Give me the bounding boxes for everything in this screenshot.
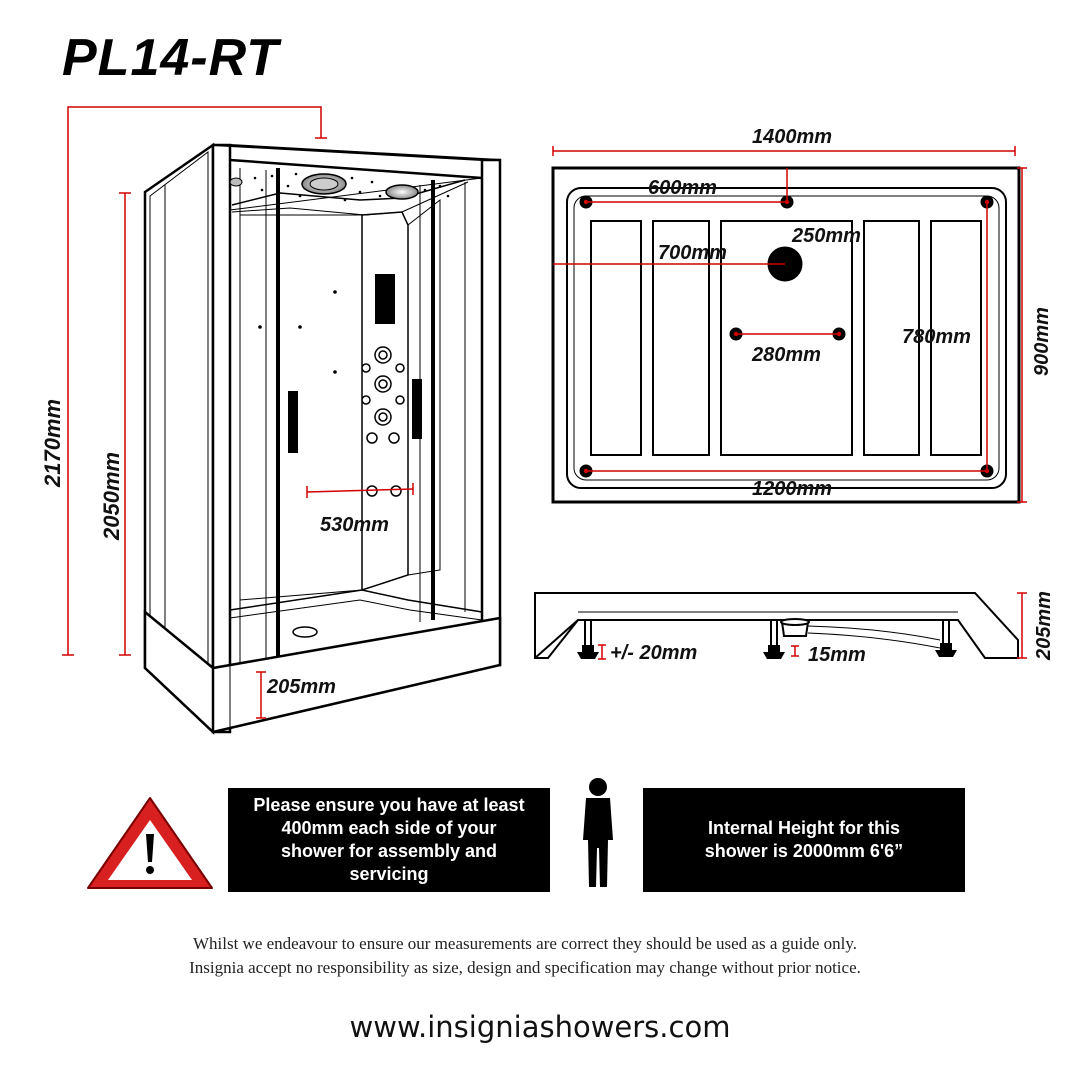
waste-offset-y-label: 700mm xyxy=(658,242,727,264)
center-feet-spacing-label: 280mm xyxy=(751,344,821,366)
tray-height-front-label: 205mm xyxy=(266,676,336,698)
assembly-clearance-notice: Please ensure you have at least 400mm ea… xyxy=(228,788,550,892)
waste-clearance-label: 15mm xyxy=(808,644,866,666)
assembly-notice-line: servicing xyxy=(349,864,429,884)
person-silhouette-icon xyxy=(583,778,613,887)
assembly-notice-line: Please ensure you have at least xyxy=(253,795,525,815)
tray-plan-dot-highlights xyxy=(583,199,990,474)
waste-offset-x-label: 600mm xyxy=(648,177,717,199)
tray-side-dimension-lines xyxy=(598,592,1027,660)
shower-cabin-drawing xyxy=(143,142,502,735)
tray-plan-drawing xyxy=(551,166,1021,504)
website-url: www.insigniashowers.com xyxy=(349,1010,731,1044)
feet-spacing-length-label: 1200mm xyxy=(752,478,832,500)
disclaimer-line: Insignia accept no responsibility as siz… xyxy=(189,958,861,977)
overall-height-label: 2170mm xyxy=(40,399,65,488)
adjustable-feet xyxy=(577,643,957,659)
tray-side-drawing xyxy=(534,592,1019,659)
tray-depth-label: 900mm xyxy=(1031,307,1053,376)
waste-diameter-label: 250mm xyxy=(791,225,861,247)
height-notice-line: shower is 2000mm 6'6” xyxy=(704,841,904,861)
warning-triangle-icon xyxy=(87,797,213,889)
feet-spacing-depth-label: 780mm xyxy=(902,326,971,348)
model-title: PL14-RT xyxy=(62,29,279,87)
seat-width-label: 530mm xyxy=(320,514,389,536)
foot-adjust-label: +/- 20mm xyxy=(610,642,697,664)
tray-height-side-label: 205mm xyxy=(1033,591,1055,661)
internal-height-notice: Internal Height for this shower is 2000m… xyxy=(643,788,965,892)
assembly-notice-line: 400mm each side of your xyxy=(281,818,497,838)
disclaimer-line: Whilst we endeavour to ensure our measur… xyxy=(192,934,858,953)
cabin-height-label: 2050mm xyxy=(99,452,124,541)
height-notice-line: Internal Height for this xyxy=(707,818,900,838)
tray-plan-dimension-lines xyxy=(552,146,1027,503)
tray-length-label: 1400mm xyxy=(752,126,832,148)
assembly-notice-line: shower for assembly and xyxy=(280,841,498,861)
cabin-dimension-lines xyxy=(62,106,414,719)
